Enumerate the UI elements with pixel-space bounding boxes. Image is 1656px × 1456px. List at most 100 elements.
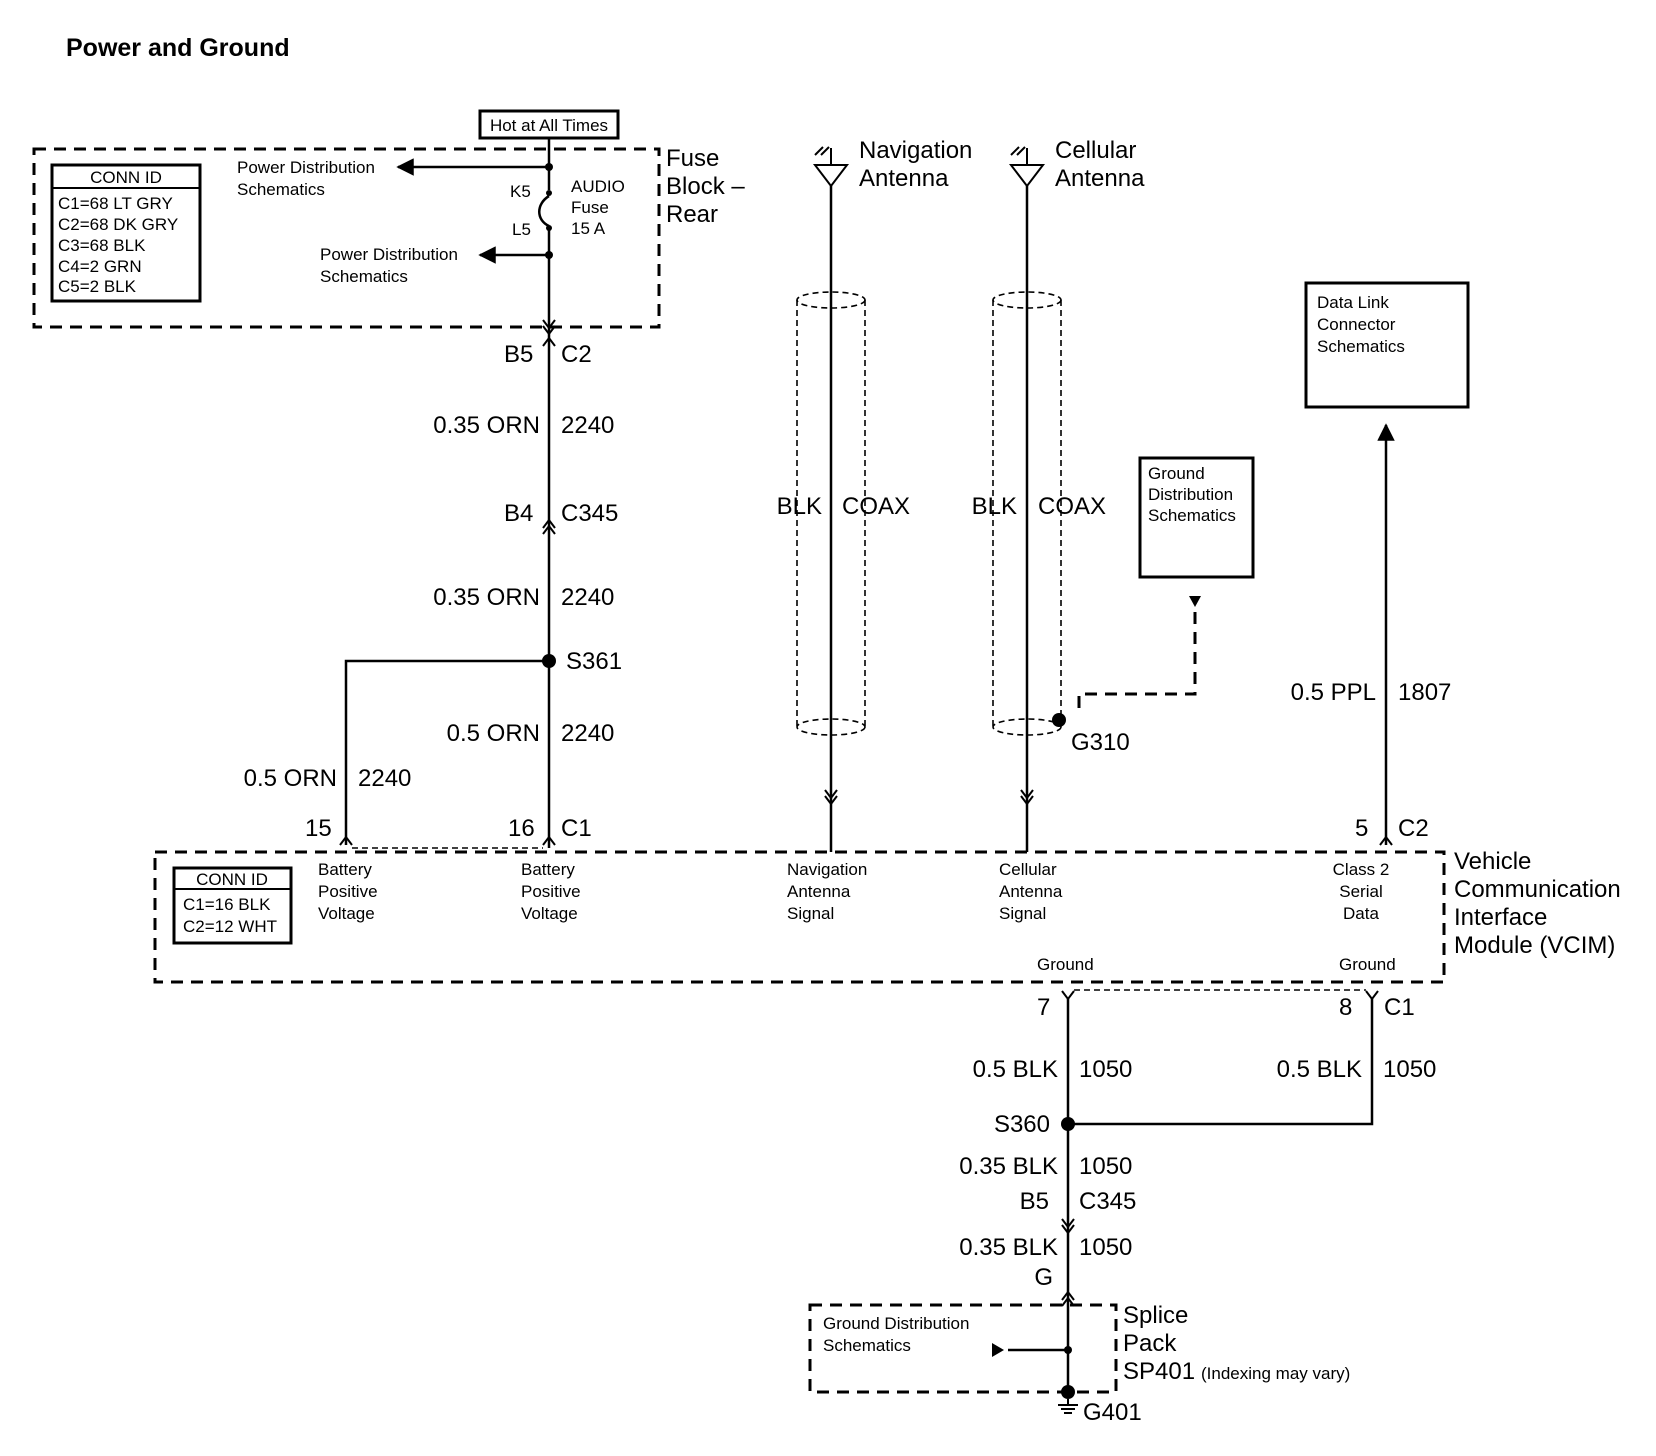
vcim-pin-15: 15 [305, 815, 332, 842]
gnd-seg2-wire: 0.35 BLK [959, 1153, 1058, 1180]
svg-text:SP401: SP401 [1123, 1358, 1195, 1385]
vcim-conn-c1: C1 [561, 815, 592, 842]
fuse-pin-l5: L5 [512, 220, 531, 239]
seg2-circuit: 2240 [561, 584, 614, 611]
svg-text:15 A: 15 A [571, 219, 606, 238]
dlc-schematics-label: Data Link Connector Schematics [1317, 293, 1405, 356]
splice-pack-gd-label: Ground Distribution Schematics [823, 1314, 969, 1355]
svg-text:CONN ID: CONN ID [90, 168, 162, 187]
vcim-gnd-pin-8: 8 [1339, 994, 1352, 1021]
vcim-conn-id-table: CONN ID C1=16 BLK C2=12 WHT [172, 866, 293, 945]
class2-pin: 5 [1355, 815, 1368, 842]
vcim-label-ground1: Ground [1037, 955, 1094, 974]
gnd-right-circuit: 1050 [1383, 1056, 1436, 1083]
svg-text:Rear: Rear [666, 201, 718, 228]
svg-text:Schematics: Schematics [320, 267, 408, 286]
fuse-block-conn-id-table: CONN ID C1=68 LT GRY C2=68 DK GRY C3=68 … [50, 163, 202, 303]
gnd-conn-pin: B5 [1020, 1188, 1049, 1215]
splice-pack-name: Splice Pack SP401 [1123, 1302, 1195, 1385]
svg-text:Schematics: Schematics [1148, 506, 1236, 525]
seg3-circuit: 2240 [561, 720, 614, 747]
svg-text:Signal: Signal [787, 904, 834, 923]
gnd-seg3-wire: 0.35 BLK [959, 1234, 1058, 1261]
gnd-conn-id: C345 [1079, 1188, 1136, 1215]
class2-wire-color: 0.5 PPL [1291, 679, 1376, 706]
ground-symbol-icon [1058, 1399, 1078, 1414]
gnd-left-wire: 0.5 BLK [973, 1056, 1058, 1083]
seg1-circuit: 2240 [561, 412, 614, 439]
seg2-wire: 0.35 ORN [433, 584, 540, 611]
fuse-pin-k5: K5 [510, 182, 531, 201]
svg-text:Ground: Ground [1148, 464, 1205, 483]
svg-text:Voltage: Voltage [318, 904, 375, 923]
cell-wire-color: BLK [972, 493, 1017, 520]
gnd-left-circuit: 1050 [1079, 1056, 1132, 1083]
svg-text:Antenna: Antenna [999, 882, 1063, 901]
svg-text:C1=16 BLK: C1=16 BLK [183, 895, 271, 914]
vcim-label-class2: Class 2 Serial Data [1333, 860, 1390, 923]
svg-text:Antenna: Antenna [1055, 165, 1145, 192]
ground-distribution-box [1138, 456, 1255, 579]
svg-text:Module (VCIM): Module (VCIM) [1454, 932, 1615, 959]
svg-text:C1=68 LT GRY: C1=68 LT GRY [58, 194, 173, 213]
svg-text:Battery: Battery [521, 860, 575, 879]
vcim-label-batt16: Battery Positive Voltage [521, 860, 581, 923]
nav-wire-color: BLK [777, 493, 822, 520]
vcim-gnd-pin-7: 7 [1037, 994, 1050, 1021]
svg-text:AUDIO: AUDIO [571, 177, 625, 196]
nav-antenna-label: Navigation Antenna [859, 137, 972, 192]
nav-antenna-icon [812, 146, 850, 188]
svg-text:Communication: Communication [1454, 876, 1621, 903]
cell-coax-shield [992, 291, 1062, 736]
conn-c2-id: C2 [561, 341, 592, 368]
vcim-label-ground2: Ground [1339, 955, 1396, 974]
svg-text:Pack: Pack [1123, 1330, 1177, 1357]
svg-text:C2=68 DK GRY: C2=68 DK GRY [58, 215, 178, 234]
svg-text:Data Link: Data Link [1317, 293, 1389, 312]
gnd-right-wire: 0.5 BLK [1277, 1056, 1362, 1083]
splice-pack-note: (Indexing may vary) [1201, 1364, 1350, 1383]
ground-g310 [1052, 713, 1066, 727]
svg-text:C5=2 BLK: C5=2 BLK [58, 277, 137, 296]
svg-text:Cellular: Cellular [1055, 137, 1136, 164]
svg-text:Positive: Positive [521, 882, 581, 901]
branch-wire-2240 [344, 659, 549, 845]
splice-s361-label: S361 [566, 648, 622, 675]
class2-conn: C2 [1398, 815, 1429, 842]
splice-s360 [1061, 1117, 1075, 1131]
svg-text:Power Distribution: Power Distribution [320, 245, 458, 264]
ground-g401-label: G401 [1083, 1399, 1142, 1426]
vcim-name: Vehicle Communication Interface Module (… [1454, 848, 1621, 959]
svg-text:CONN ID: CONN ID [196, 870, 268, 889]
svg-text:Block –: Block – [666, 173, 745, 200]
ground-g310-label: G310 [1071, 729, 1130, 756]
nav-wire-type: COAX [842, 493, 910, 520]
pd-mid-label: Power Distribution Schematics [320, 245, 458, 286]
branch-wire-label: 0.5 ORN [244, 765, 337, 792]
svg-text:Vehicle: Vehicle [1454, 848, 1531, 875]
vcim-label-cell: Cellular Antenna Signal [999, 860, 1063, 923]
svg-text:Connector: Connector [1317, 315, 1396, 334]
pd-top-label: Power Distribution Schematics [237, 158, 375, 199]
seg1-wire: 0.35 ORN [433, 412, 540, 439]
svg-text:Fuse: Fuse [571, 198, 609, 217]
vcim-label-nav: Navigation Antenna Signal [787, 860, 867, 923]
svg-text:Power Distribution: Power Distribution [237, 158, 375, 177]
splice-s360-label: S360 [994, 1111, 1050, 1138]
splice-pack-outline [808, 1303, 1118, 1394]
svg-text:C2=12 WHT: C2=12 WHT [183, 917, 277, 936]
class2-circuit: 1807 [1398, 679, 1451, 706]
audio-fuse-label: AUDIO Fuse 15 A [571, 177, 625, 238]
svg-text:Antenna: Antenna [787, 882, 851, 901]
gnd-seg3-circuit: 1050 [1079, 1234, 1132, 1261]
conn-c345-pin: B4 [504, 500, 533, 527]
ground-branch-wire-1050 [1068, 999, 1374, 1126]
page-title: Power and Ground [66, 34, 290, 62]
conn-c345-id: C345 [561, 500, 618, 527]
ground-g401 [1061, 1385, 1075, 1399]
fuse-symbol [538, 194, 550, 228]
svg-text:Splice: Splice [1123, 1302, 1188, 1329]
vcim-pin-16: 16 [508, 815, 535, 842]
svg-text:Navigation: Navigation [859, 137, 972, 164]
branch-circuit-label: 2240 [358, 765, 411, 792]
